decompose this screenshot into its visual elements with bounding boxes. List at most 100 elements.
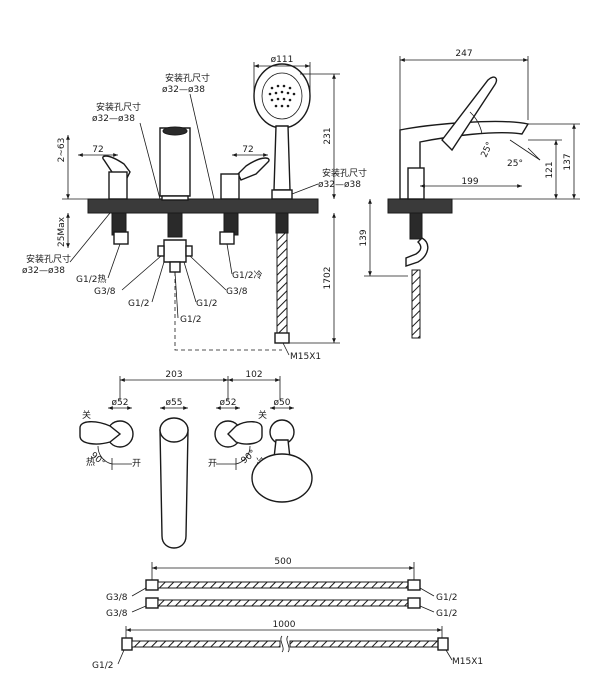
diverter-bottom-port bbox=[169, 261, 181, 273]
hose2-braid bbox=[157, 599, 409, 607]
lever-reach-right: 72 bbox=[242, 145, 253, 155]
dia-52-left: ø52 bbox=[112, 398, 129, 408]
hose3-braid-left bbox=[131, 640, 281, 648]
plan-spout-top bbox=[159, 417, 189, 443]
hose-1702: 1702 bbox=[323, 267, 333, 290]
left-valve-body bbox=[108, 171, 128, 200]
clamp-max: 25Max bbox=[57, 216, 67, 247]
plan-left-lever bbox=[79, 421, 122, 445]
leader-m15 bbox=[282, 342, 290, 356]
h3-right: M15X1 bbox=[452, 657, 483, 667]
install-hole-label-1: 安装孔尺寸 bbox=[165, 72, 210, 84]
width-247: 247 bbox=[455, 49, 472, 59]
leader-hole-1 bbox=[189, 93, 215, 200]
hose3-break-right bbox=[286, 635, 290, 653]
leader-g38-right bbox=[189, 255, 227, 291]
shower-holder bbox=[271, 189, 293, 200]
leader-hot bbox=[107, 243, 121, 279]
cold-inlet: G1/2冷 bbox=[232, 269, 262, 281]
hand-shower-grip bbox=[273, 125, 291, 191]
center-diverter bbox=[163, 239, 187, 263]
side-shank bbox=[409, 212, 423, 240]
h2-right: G1/2 bbox=[436, 609, 457, 619]
deck-plate bbox=[87, 198, 319, 214]
diverter-right-port bbox=[185, 245, 193, 257]
length-500: 500 bbox=[274, 557, 291, 567]
leader-h2-right bbox=[419, 605, 435, 613]
shower-nozzles bbox=[268, 84, 296, 108]
dia-52-right: ø52 bbox=[220, 398, 237, 408]
plan-shower-head bbox=[251, 453, 313, 503]
side-handshower bbox=[441, 76, 498, 152]
shower-shank bbox=[275, 212, 289, 234]
handshower-dia: ø111 bbox=[271, 55, 294, 65]
hose3-braid-right bbox=[289, 640, 439, 648]
leader-hole-2 bbox=[139, 122, 161, 200]
install-hole-size-1: ø32—ø38 bbox=[162, 85, 205, 95]
angle-arrow bbox=[527, 147, 541, 161]
plan-left-rot-arc bbox=[97, 445, 113, 465]
leader-hole-3 bbox=[291, 183, 319, 195]
install-hole-size-4: ø32—ø38 bbox=[22, 266, 65, 276]
side-connector bbox=[405, 237, 429, 267]
install-hole-label-2: 安装孔尺寸 bbox=[96, 101, 141, 113]
hidden-pipe bbox=[174, 272, 282, 351]
spout-body bbox=[159, 127, 191, 197]
install-hole-size-2: ø32—ø38 bbox=[92, 114, 135, 124]
side-deck-plate bbox=[387, 198, 453, 214]
leader-h2-left bbox=[131, 605, 147, 613]
m15-label: M15X1 bbox=[290, 352, 321, 362]
leader-g38-left bbox=[121, 255, 162, 291]
height-231: 231 bbox=[323, 127, 333, 144]
spout-outlet bbox=[162, 126, 188, 136]
angle-ref-line bbox=[509, 139, 541, 161]
angle-25: 25° bbox=[507, 159, 523, 169]
plan-view: 203 102 ø52 ø55 ø52 ø50 关 热 90° 开 关 bbox=[79, 370, 313, 549]
install-hole-label-4: 安装孔尺寸 bbox=[26, 253, 71, 265]
reach-199: 199 bbox=[461, 177, 478, 187]
hose1-braid bbox=[157, 581, 409, 589]
lever-reach-left: 72 bbox=[92, 145, 103, 155]
hot-inlet: G1/2热 bbox=[76, 273, 106, 285]
h3-left: G1/2 bbox=[92, 661, 113, 671]
hose1-right-nut bbox=[407, 579, 421, 591]
off-left: 关 bbox=[82, 409, 91, 421]
right-valve-connector bbox=[219, 231, 235, 245]
leader-cold bbox=[226, 243, 233, 275]
spacing-203: 203 bbox=[165, 370, 182, 380]
center-shank bbox=[167, 212, 183, 238]
hose3-break-left bbox=[280, 635, 284, 653]
plan-right-lever bbox=[227, 421, 263, 445]
hose1-left-nut bbox=[145, 579, 159, 591]
leader-h3-right bbox=[445, 649, 453, 661]
open-left: 开 bbox=[132, 458, 141, 469]
h1-left: G3/8 bbox=[106, 593, 128, 603]
height-137: 137 bbox=[563, 153, 573, 170]
spout-base bbox=[161, 195, 189, 201]
install-hole-label-3: 安装孔尺寸 bbox=[322, 167, 367, 179]
g38-left: G3/8 bbox=[94, 287, 116, 297]
off-right: 关 bbox=[258, 409, 267, 421]
leader-hole-4 bbox=[69, 212, 111, 263]
g12-b: G1/2 bbox=[196, 299, 217, 309]
g12-c: G1/2 bbox=[180, 315, 201, 325]
leader-h1-right bbox=[419, 587, 435, 597]
g38-right: G3/8 bbox=[226, 287, 248, 297]
leader-g12-c bbox=[174, 271, 179, 319]
leader-h3-left bbox=[117, 649, 125, 665]
open-right: 开 bbox=[208, 458, 217, 469]
dia-50: ø50 bbox=[274, 398, 291, 408]
h1-right: G1/2 bbox=[436, 593, 457, 603]
h2-left: G3/8 bbox=[106, 609, 128, 619]
plan-right-rot-arc bbox=[235, 445, 251, 465]
hot-mark: 热 bbox=[86, 456, 95, 468]
right-valve-body bbox=[220, 173, 240, 200]
below-139: 139 bbox=[359, 229, 369, 246]
length-1000: 1000 bbox=[273, 620, 296, 630]
left-valve-connector bbox=[113, 231, 129, 245]
side-valve bbox=[407, 167, 425, 200]
side-hose bbox=[411, 269, 421, 339]
side-view: 247 25° 25° 121 137 199 139 bbox=[359, 49, 580, 339]
hose-nut bbox=[274, 332, 290, 344]
angle-25-arc: 25° bbox=[480, 141, 496, 160]
